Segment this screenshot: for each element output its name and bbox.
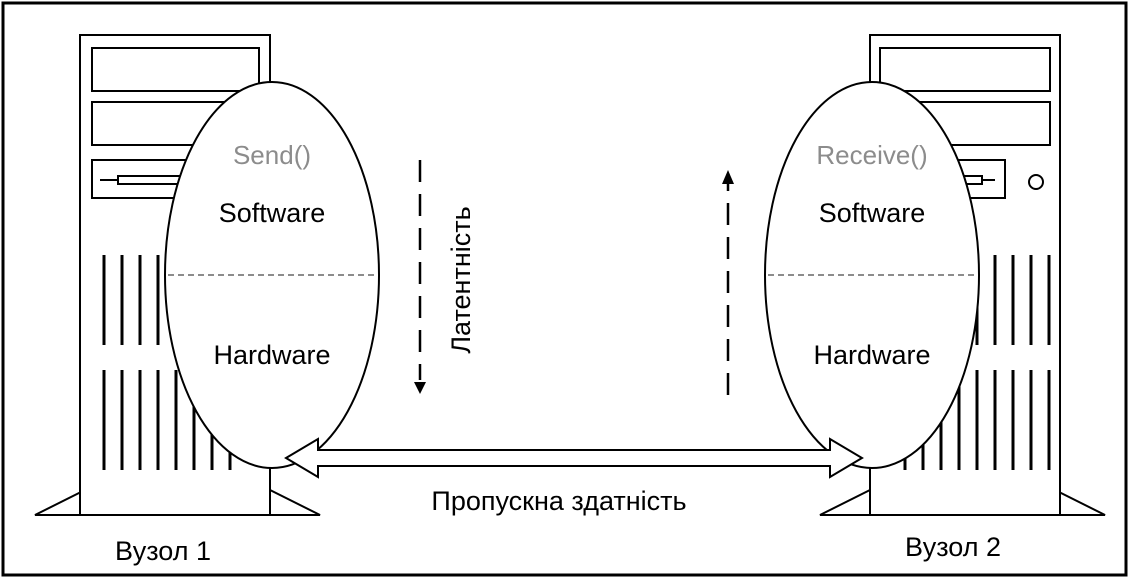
node-2-name: Вузол 2 xyxy=(905,532,1001,562)
node-1-hardware-label: Hardware xyxy=(213,340,330,370)
bandwidth-label: Пропускна здатність xyxy=(431,486,686,516)
node-1-function-label: Send() xyxy=(233,140,311,170)
node-1-software-label: Software xyxy=(219,198,326,228)
latency-up-arrow xyxy=(722,170,734,395)
latency-label: Латентність xyxy=(446,206,476,353)
node-2-function-label: Receive() xyxy=(816,140,927,170)
latency-down-arrow xyxy=(414,160,426,394)
node-2-software-label: Software xyxy=(819,198,926,228)
node-2-hardware-label: Hardware xyxy=(813,340,930,370)
node-1-name: Вузол 1 xyxy=(115,536,211,566)
bandwidth-double-arrow xyxy=(284,437,864,479)
